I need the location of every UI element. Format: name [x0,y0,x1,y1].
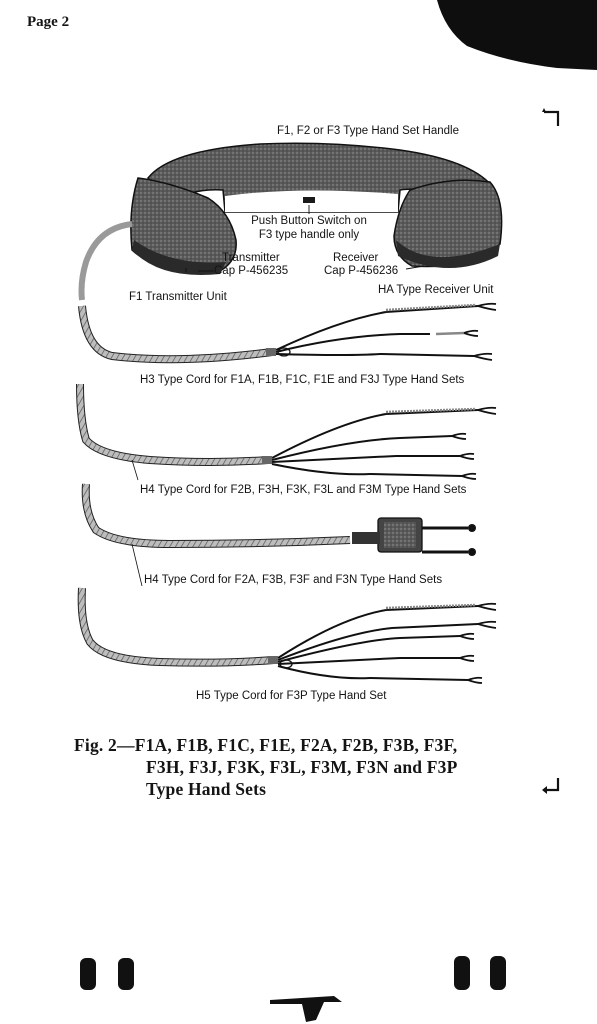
figure-caption: Fig. 2—F1A, F1B, F1C, F1E, F2A, F2B, F3B… [74,734,458,800]
push-button-label-line2: F3 type handle only [258,229,360,241]
handset-figure [76,142,503,684]
caption-line2: F3H, F3J, F3K, F3L, F3M, F3N and F3P [146,757,458,777]
binding-mark-left-icon [80,958,134,990]
cord-label-h5: H5 Type Cord for F3P Type Hand Set [196,690,387,702]
bottom-tab-mark-icon [270,996,342,1022]
binding-mark-right-icon [454,956,506,990]
cord-h5-drawing [77,587,497,684]
cord-h4-b-drawing [81,483,476,587]
scan-corner-shadow [437,0,597,70]
handset-handle-drawing [130,142,503,275]
cord-h4-a-drawing [76,383,497,481]
handle-label: F1, F2 or F3 Type Hand Set Handle [277,125,459,137]
transmitter-label: Transmitter [222,252,280,264]
cord-label-h4-b: H4 Type Cord for F2A, F3B, F3F and F3N T… [144,574,443,586]
crop-mark-bottom-right-icon [542,778,560,794]
push-button-label: Push Button Switch on F3 type handle onl… [238,214,380,242]
crop-mark-top-right-icon [542,108,560,126]
page-number: Page 2 [27,14,70,30]
caption-line1: Fig. 2—F1A, F1B, F1C, F1E, F2A, F2B, F3B… [74,735,458,755]
receiver-unit-label: HA Type Receiver Unit [378,284,494,296]
caption-line3: Type Hand Sets [146,779,267,799]
push-button-label-line1: Push Button Switch on [251,215,367,227]
cord-label-h3: H3 Type Cord for F1A, F1B, F1C, F1E and … [140,374,465,386]
receiver-label: Receiver [333,252,379,264]
cord-label-h4-a: H4 Type Cord for F2B, F3H, F3K, F3L and … [140,484,467,496]
receiver-cap-label: Cap P-456236 [324,265,399,277]
transmitter-unit-label: F1 Transmitter Unit [129,291,227,303]
transmitter-cap-label: Cap P-456235 [214,265,289,277]
cord-h3-drawing [78,302,497,364]
